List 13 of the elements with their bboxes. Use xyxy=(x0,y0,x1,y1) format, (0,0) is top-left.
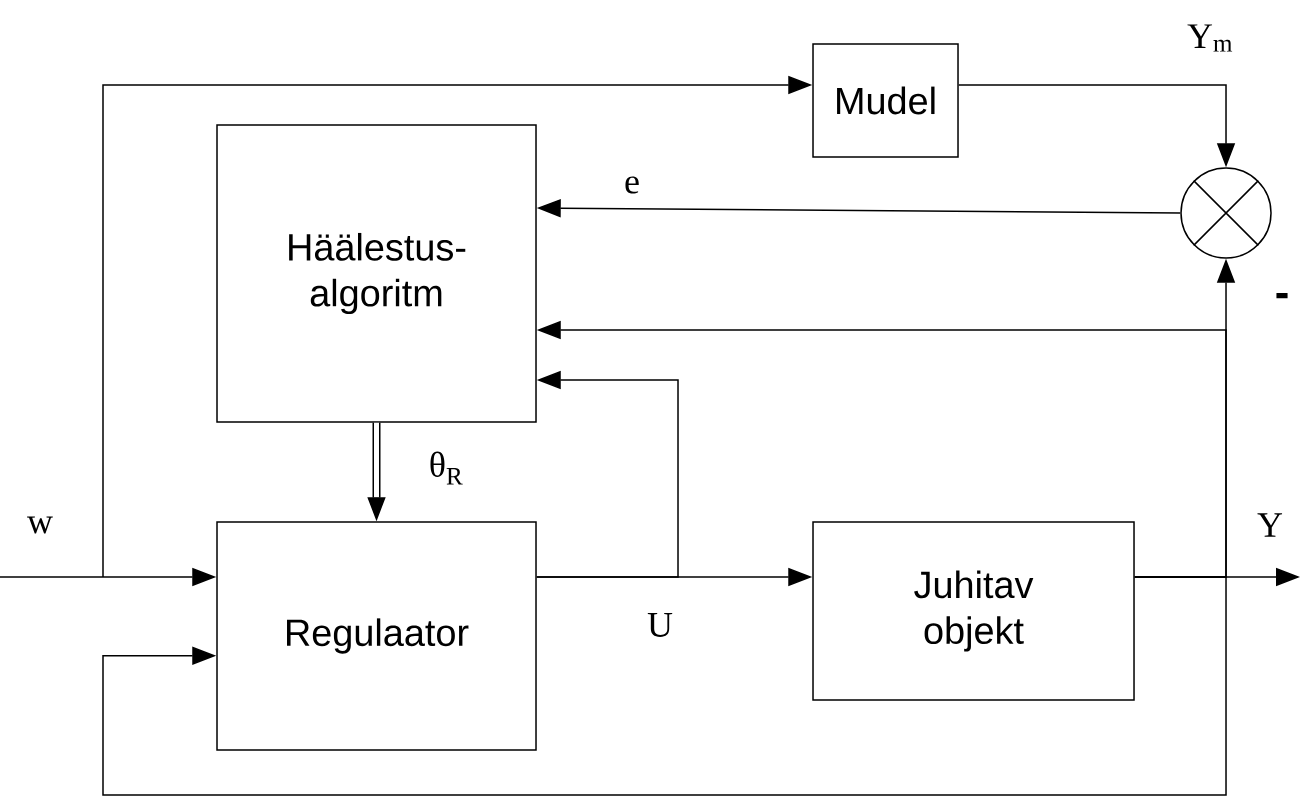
edge-label: U xyxy=(646,612,674,638)
block-box: Mudel xyxy=(812,43,959,158)
arrow xyxy=(102,576,1227,796)
edge-label: Y xyxy=(1256,512,1284,538)
summing-junction xyxy=(1180,167,1272,259)
edge-label: θ$_{R}$ xyxy=(427,450,465,486)
minus-sign: - xyxy=(1276,293,1288,299)
edge-label: w xyxy=(26,515,54,535)
block-box: Regulaator xyxy=(216,521,537,751)
block-box: Juhitav objekt xyxy=(812,521,1135,701)
block-box: Häälestus- algoritm xyxy=(216,124,537,423)
edge-label: e xyxy=(623,175,641,195)
edge-label: Y$_{m}$ xyxy=(1186,23,1234,53)
